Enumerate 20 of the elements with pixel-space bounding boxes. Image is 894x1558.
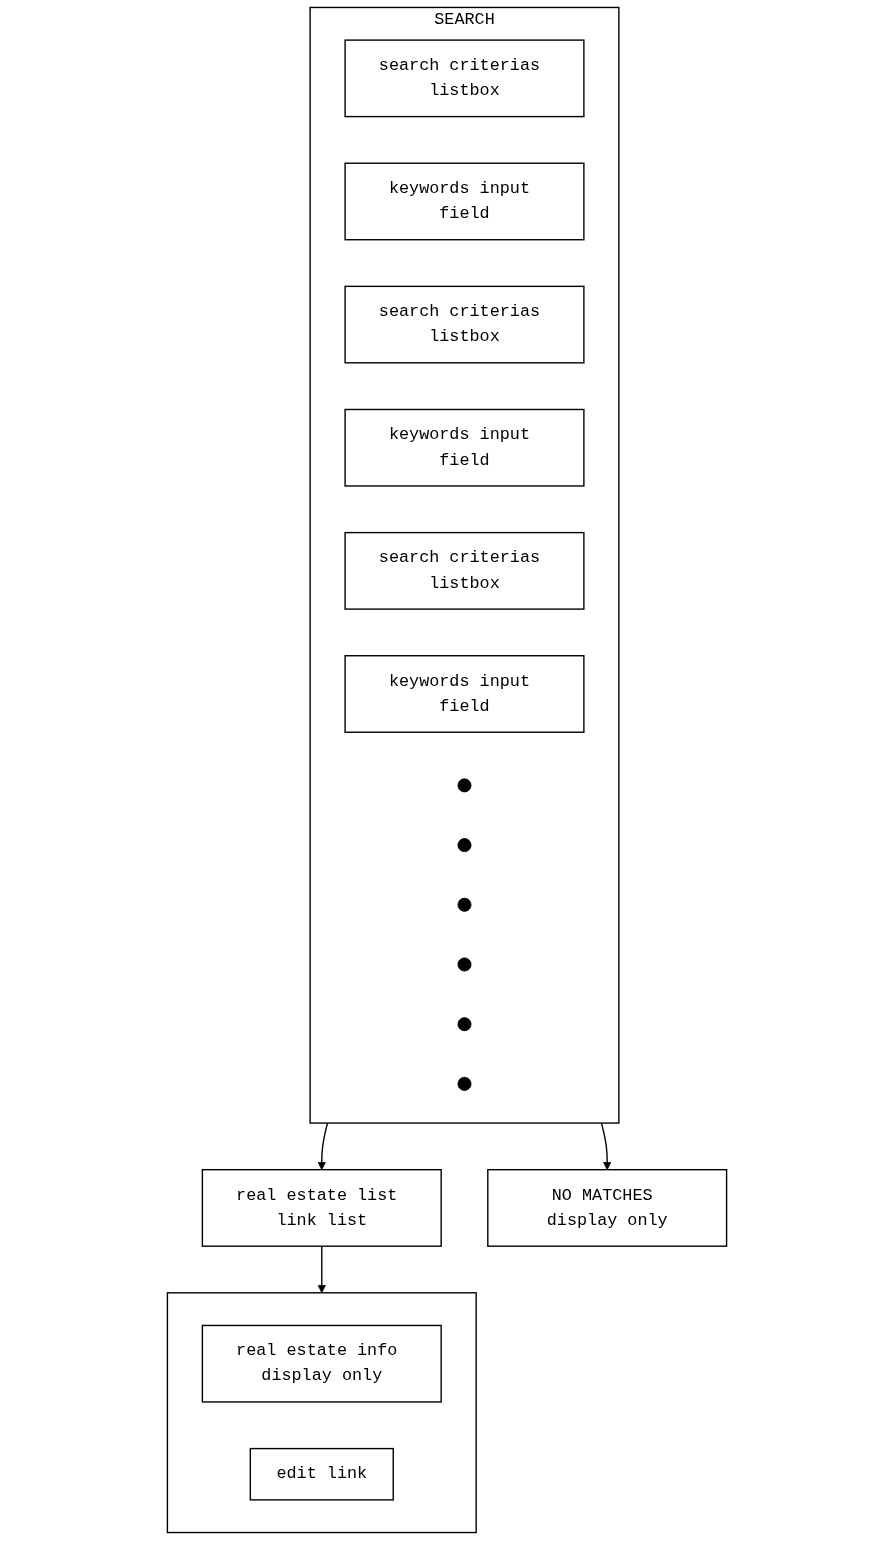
node-box: real estate info display only — [201, 1324, 442, 1403]
node-box: search criterias listbox — [344, 285, 585, 364]
node-box: keywords input field — [344, 162, 585, 241]
arrow — [600, 1122, 612, 1171]
arrow — [317, 1245, 326, 1294]
node-box: NO MATCHES display only — [487, 1169, 728, 1247]
node-box: keywords input field — [344, 408, 585, 487]
node-box: search criterias listbox — [344, 39, 585, 118]
node-box: search criterias listbox — [344, 531, 585, 610]
node-circle — [457, 897, 472, 912]
node-circle — [457, 957, 472, 972]
node-circle — [457, 1017, 472, 1032]
node-box: edit link — [249, 1447, 394, 1501]
arrow — [317, 1122, 329, 1171]
node-circle — [457, 838, 472, 853]
node-circle — [457, 1076, 472, 1091]
cluster — [166, 1292, 477, 1534]
node-circle — [457, 778, 472, 793]
node-box: real estate list link list — [201, 1169, 442, 1247]
node-box: keywords input field — [344, 655, 585, 733]
